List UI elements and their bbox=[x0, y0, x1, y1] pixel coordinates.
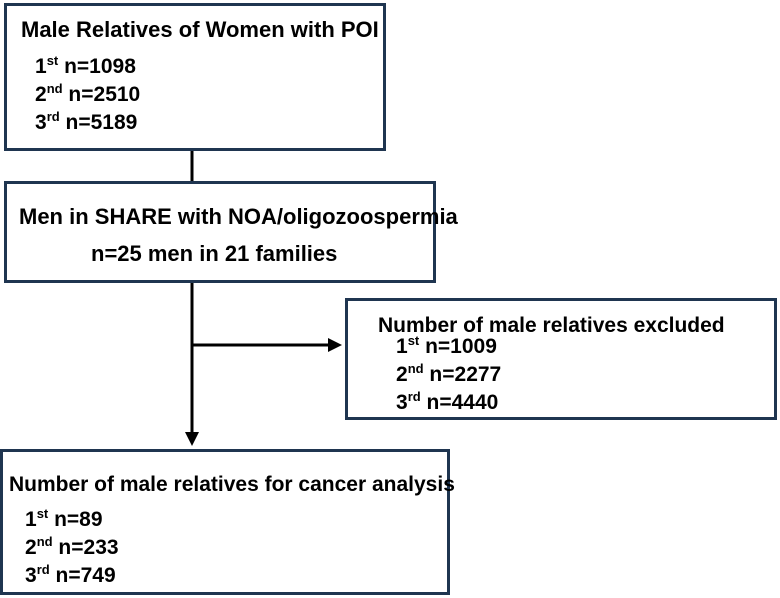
box2-title: Men in SHARE with NOA/oligozoospermia bbox=[19, 204, 458, 229]
row-ordinal: 2 bbox=[35, 83, 47, 106]
box1-row-1: 1st n=1098 bbox=[35, 53, 136, 78]
row-ordinal-suffix: nd bbox=[46, 81, 63, 96]
row-ordinal: 3 bbox=[35, 111, 47, 134]
box1-row-2: 2nd n=2510 bbox=[35, 81, 141, 106]
row-value: n=1098 bbox=[64, 55, 136, 78]
row-value: n=749 bbox=[55, 564, 116, 587]
box1-title: Male Relatives of Women with POI bbox=[21, 17, 379, 42]
box-male-relatives-poi: Male Relatives of Women with POI 1st n=1… bbox=[4, 3, 386, 151]
row-ordinal-suffix: rd bbox=[36, 562, 50, 577]
box4-title: Number of male relatives for cancer anal… bbox=[9, 473, 455, 496]
row-ordinal: 2 bbox=[25, 536, 37, 559]
row-ordinal-suffix: st bbox=[36, 506, 49, 521]
row-ordinal: 3 bbox=[25, 564, 37, 587]
box4-row-3: 3rd n=749 bbox=[25, 562, 116, 587]
row-value: n=5189 bbox=[65, 111, 138, 134]
row-value: n=233 bbox=[58, 536, 119, 559]
box-men-in-share: Men in SHARE with NOA/oligozoospermia n=… bbox=[4, 181, 458, 283]
box3-row-1: 1st n=1009 bbox=[396, 333, 497, 358]
row-ordinal: 3 bbox=[396, 391, 408, 414]
row-value: n=4440 bbox=[426, 391, 499, 414]
box-cancer-analysis: Number of male relatives for cancer anal… bbox=[0, 449, 455, 595]
box3-row-2: 2nd n=2277 bbox=[396, 361, 502, 386]
row-ordinal-suffix: rd bbox=[407, 389, 421, 404]
row-ordinal: 1 bbox=[25, 508, 37, 531]
box4-row-1: 1st n=89 bbox=[25, 506, 103, 531]
row-ordinal: 1 bbox=[35, 55, 47, 78]
arrowhead-right bbox=[328, 338, 342, 352]
row-ordinal-suffix: nd bbox=[407, 361, 424, 376]
row-value: n=2510 bbox=[68, 83, 141, 106]
box3-title: Number of male relatives excluded bbox=[378, 314, 725, 337]
box3-row-3: 3rd n=4440 bbox=[396, 389, 499, 414]
row-ordinal-suffix: rd bbox=[46, 109, 60, 124]
box2-subtitle: n=25 men in 21 families bbox=[91, 241, 338, 266]
box4-row-2: 2nd n=233 bbox=[25, 534, 119, 559]
row-value: n=89 bbox=[54, 508, 103, 531]
row-ordinal-suffix: nd bbox=[36, 534, 53, 549]
box1-row-3: 3rd n=5189 bbox=[35, 109, 138, 134]
row-ordinal-suffix: st bbox=[407, 333, 420, 348]
row-ordinal: 2 bbox=[396, 363, 408, 386]
row-ordinal: 1 bbox=[396, 335, 408, 358]
row-value: n=1009 bbox=[425, 335, 497, 358]
box-excluded-relatives: Number of male relatives excluded 1st n=… bbox=[345, 298, 777, 420]
arrowhead-down bbox=[185, 432, 199, 446]
row-value: n=2277 bbox=[429, 363, 502, 386]
row-ordinal-suffix: st bbox=[46, 53, 59, 68]
